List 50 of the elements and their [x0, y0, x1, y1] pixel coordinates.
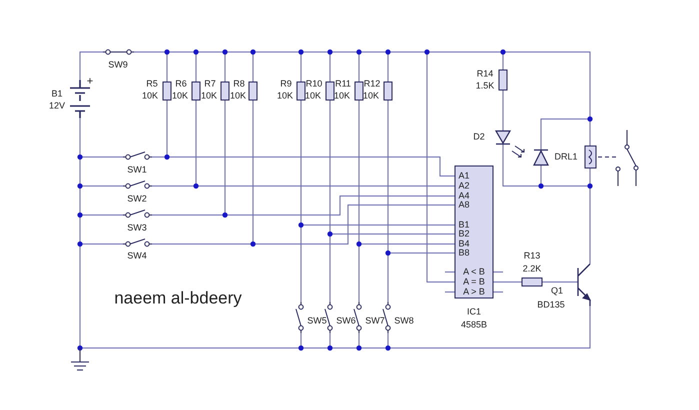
pin-label: B8	[458, 248, 470, 258]
component-label: R7	[204, 80, 216, 88]
value-label: 2.2K	[522, 264, 542, 274]
pin-label: B1	[458, 220, 470, 230]
value-label: 1.5K	[476, 82, 494, 90]
component-label: SW5	[307, 316, 327, 326]
component-label: IC1	[467, 308, 481, 316]
component-label: SW7	[365, 316, 385, 326]
component-label: SW8	[394, 316, 414, 326]
component-label: R10	[306, 80, 322, 88]
value-label: BD135	[537, 300, 565, 310]
component-label: SW4	[127, 252, 147, 260]
component-label: SW1	[127, 166, 147, 174]
value-label: 10K	[277, 92, 293, 100]
component-label: B1	[52, 90, 62, 98]
component-label: R12	[364, 80, 380, 88]
value-label: 10K	[334, 92, 350, 100]
component-label: SW6	[336, 316, 356, 326]
component-label: R14	[476, 70, 494, 78]
pin-label: A2	[458, 182, 470, 190]
component-label: R8	[233, 80, 245, 88]
pin-label: B2	[458, 230, 470, 238]
value-label: 10K	[201, 92, 217, 100]
component-label: SW9	[108, 60, 128, 70]
value-label: 12V	[49, 102, 65, 110]
pin-label: A > B	[463, 288, 485, 296]
component-label: R11	[335, 80, 351, 88]
value-label: 10K	[363, 92, 379, 100]
value-label: 10K	[305, 92, 321, 100]
value-label: 10K	[142, 92, 158, 100]
pin-label: A1	[458, 172, 470, 180]
component-label: R13	[524, 252, 540, 260]
component-label: R9	[280, 80, 292, 88]
pin-label: B4	[458, 240, 470, 248]
pin-label: A8	[458, 200, 470, 210]
pin-label: A4	[458, 192, 470, 200]
component-label: DRL1	[554, 152, 578, 162]
pin-label: A = B	[463, 278, 485, 286]
value-label: 4585B	[460, 320, 488, 330]
component-label: SW3	[127, 224, 147, 232]
component-label: D2	[473, 132, 485, 142]
component-label: SW2	[127, 194, 147, 204]
component-label: R5	[146, 80, 158, 88]
polarity-mark: +	[86, 76, 94, 88]
value-label: 10K	[172, 92, 188, 100]
author-name: naeem al-bdeery	[114, 290, 242, 306]
value-label: 10K	[230, 92, 246, 100]
component-label: Q1	[551, 286, 563, 296]
component-label: R6	[175, 80, 187, 88]
pin-label: A < B	[463, 268, 485, 276]
